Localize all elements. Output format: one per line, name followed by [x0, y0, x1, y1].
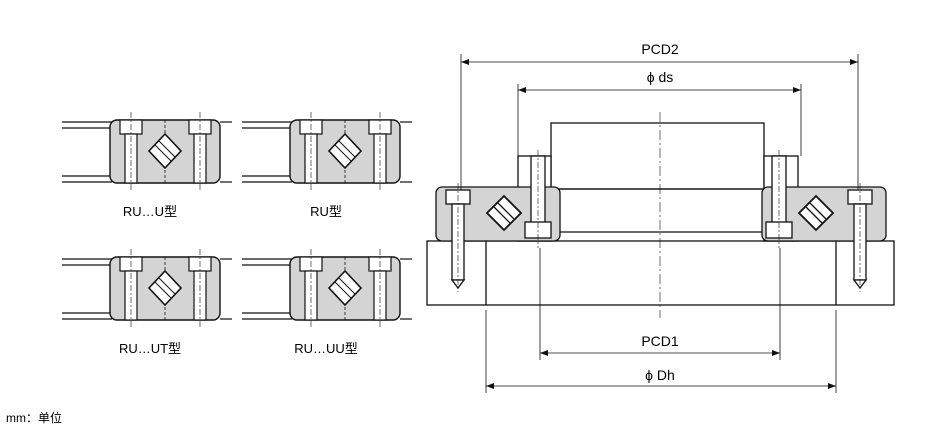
- variant-label-ru: RU型: [310, 204, 342, 219]
- unit-note: mm：单位: [6, 411, 62, 425]
- dimension-lines: [460, 54, 859, 393]
- variant-ru-u-diagram: [61, 111, 233, 191]
- variant-label-ru-u: RU…U型: [123, 204, 177, 219]
- variant-ru-ut-diagram: [61, 248, 233, 328]
- variant-ru-uu-diagram: [241, 248, 413, 328]
- dim-label-ds: ϕ ds: [647, 69, 674, 85]
- main-assembly-drawing: [426, 112, 895, 318]
- variant-label-ru-ut: RU…UT型: [119, 341, 181, 356]
- dim-label-dh: ϕ Dh: [645, 367, 675, 383]
- variant-label-ru-uu: RU…UU型: [294, 341, 358, 356]
- dim-label-pcd1: PCD1: [641, 333, 679, 349]
- top-housing: [550, 122, 765, 190]
- base-plate: [426, 240, 895, 306]
- dim-label-pcd2: PCD2: [641, 41, 679, 57]
- variant-ru-diagram: [241, 111, 413, 191]
